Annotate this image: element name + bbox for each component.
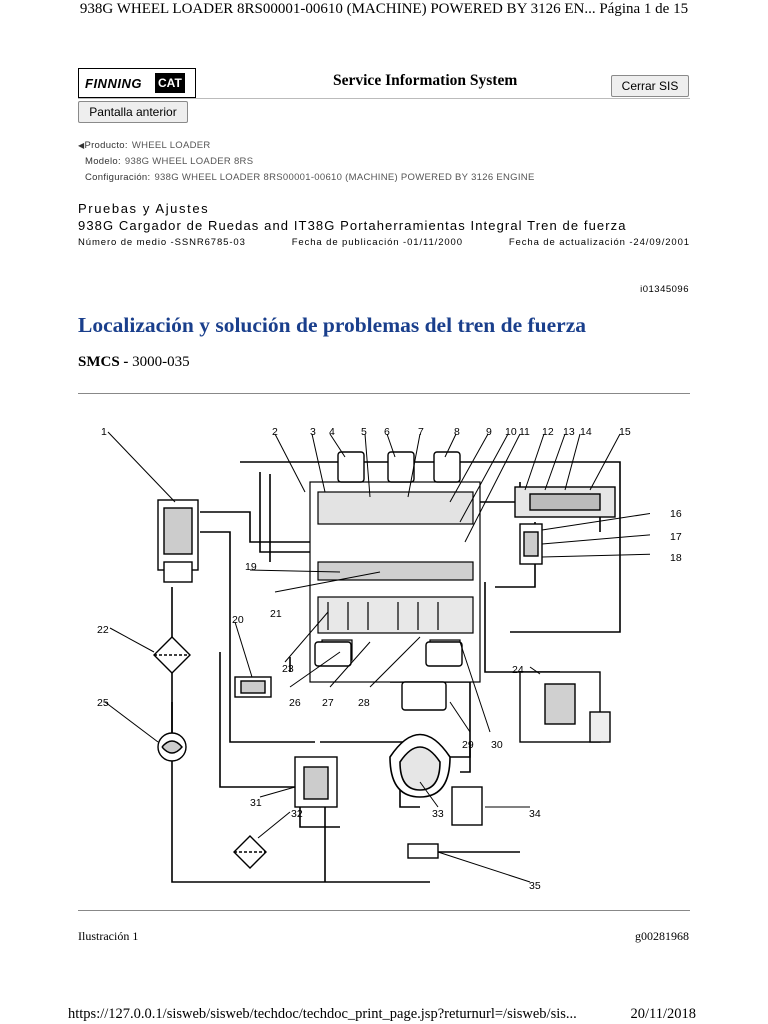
smcs-value: 3000-035 bbox=[132, 354, 190, 370]
smcs-label: SMCS - bbox=[78, 354, 129, 370]
relief-valve-31 bbox=[294, 756, 338, 808]
section-subtitle: 938G Cargador de Ruedas and IT38G Portah… bbox=[78, 218, 627, 233]
pump-25 bbox=[157, 732, 187, 762]
valve-20 bbox=[234, 676, 272, 698]
callout-21: 21 bbox=[270, 608, 282, 620]
callout-18: 18 bbox=[670, 552, 682, 564]
callout-15: 15 bbox=[619, 426, 631, 438]
callout-31: 31 bbox=[250, 797, 262, 809]
callout-22: 22 bbox=[97, 624, 109, 636]
oil-cooler-34 bbox=[451, 786, 483, 826]
callout-2: 2 bbox=[272, 426, 278, 438]
callout-8: 8 bbox=[454, 426, 460, 438]
cat-logo-icon: CAT bbox=[155, 73, 185, 93]
configuration-value: 938G WHEEL LOADER 8RS00001-00610 (MACHIN… bbox=[154, 172, 535, 183]
callout-30: 30 bbox=[491, 739, 503, 751]
callout-1: 1 bbox=[101, 426, 107, 438]
callout-23: 23 bbox=[282, 663, 294, 675]
callout-4: 4 bbox=[329, 426, 335, 438]
callout-24: 24 bbox=[512, 664, 524, 676]
product-label: Producto: bbox=[84, 140, 128, 151]
publish-date: Fecha de publicación -01/11/2000 bbox=[291, 237, 463, 248]
valve-24 bbox=[519, 671, 611, 743]
callout-12: 12 bbox=[542, 426, 554, 438]
callout-20: 20 bbox=[232, 614, 244, 626]
solenoids-bottom bbox=[314, 641, 463, 711]
close-sis-button[interactable]: Cerrar SIS bbox=[611, 75, 689, 97]
callout-26: 26 bbox=[289, 697, 301, 709]
print-footer: https://127.0.0.1/sisweb/sisweb/techdoc/… bbox=[68, 1006, 696, 1023]
model-label: Modelo: bbox=[85, 156, 121, 167]
callout-34: 34 bbox=[529, 808, 541, 820]
valve-16-18 bbox=[519, 523, 543, 565]
torque-converter-33 bbox=[389, 733, 451, 798]
callout-14: 14 bbox=[580, 426, 592, 438]
callout-10: 10 bbox=[505, 426, 517, 438]
callout-32: 32 bbox=[291, 808, 303, 820]
product-row: ◀Producto:WHEEL LOADER bbox=[78, 140, 211, 151]
header-divider bbox=[78, 98, 690, 99]
image-id: i01345096 bbox=[640, 284, 689, 295]
figure-divider-top bbox=[78, 393, 690, 394]
configuration-label: Configuración: bbox=[85, 172, 151, 183]
print-header: 938G WHEEL LOADER 8RS00001-00610 (MACHIN… bbox=[79, 1, 689, 17]
media-number: Número de medio -SSNR6785-03 bbox=[78, 237, 246, 248]
document-info-row: Número de medio -SSNR6785-03 Fecha de pu… bbox=[78, 237, 690, 248]
figure-id: g00281968 bbox=[635, 929, 689, 943]
smcs-code: SMCS - 3000-035 bbox=[78, 354, 190, 371]
callout-33: 33 bbox=[432, 808, 444, 820]
filter-32 bbox=[233, 835, 267, 869]
configuration-row: Configuración:938G WHEEL LOADER 8RS00001… bbox=[85, 172, 535, 183]
callout-29: 29 bbox=[462, 739, 474, 751]
component-35 bbox=[407, 843, 439, 859]
callout-16: 16 bbox=[670, 508, 682, 520]
filter-22 bbox=[153, 636, 191, 674]
callout-28: 28 bbox=[358, 697, 370, 709]
callout-25: 25 bbox=[97, 697, 109, 709]
callout-7: 7 bbox=[418, 426, 424, 438]
product-value: WHEEL LOADER bbox=[131, 140, 211, 151]
callout-leaders bbox=[104, 431, 650, 883]
callout-17: 17 bbox=[670, 531, 682, 543]
figure-divider-bottom bbox=[78, 910, 690, 911]
back-arrow-icon[interactable]: ◀ bbox=[78, 141, 85, 150]
callout-5: 5 bbox=[361, 426, 367, 438]
callout-19: 19 bbox=[245, 561, 257, 573]
finning-cat-logo: FINNING CAT bbox=[78, 68, 196, 98]
speed-sensor-assembly bbox=[514, 486, 616, 518]
callout-9: 9 bbox=[486, 426, 492, 438]
footer-url: https://127.0.0.1/sisweb/sisweb/techdoc/… bbox=[68, 1006, 577, 1022]
finning-wordmark: FINNING bbox=[85, 75, 142, 91]
callout-27: 27 bbox=[322, 697, 334, 709]
priority-valve bbox=[157, 499, 199, 583]
section-category: Pruebas y Ajustes bbox=[78, 201, 210, 216]
previous-screen-button[interactable]: Pantalla anterior bbox=[78, 101, 188, 123]
callout-11: 11 bbox=[519, 426, 530, 438]
callout-3: 3 bbox=[310, 426, 316, 438]
model-value: 938G WHEEL LOADER 8RS bbox=[124, 156, 254, 167]
figure-caption: Ilustración 1 bbox=[78, 929, 139, 943]
callout-6: 6 bbox=[384, 426, 390, 438]
model-row: Modelo:938G WHEEL LOADER 8RS bbox=[85, 156, 253, 167]
footer-date: 20/11/2018 bbox=[630, 1006, 696, 1022]
solenoids-top bbox=[337, 451, 461, 483]
page-title: Localización y solución de problemas del… bbox=[78, 313, 587, 337]
callout-13: 13 bbox=[563, 426, 575, 438]
update-date: Fecha de actualización -24/09/2001 bbox=[508, 237, 690, 248]
app-title: Service Information System bbox=[333, 72, 518, 89]
powertrain-hydraulic-schematic bbox=[104, 431, 650, 883]
callout-35: 35 bbox=[529, 880, 541, 892]
